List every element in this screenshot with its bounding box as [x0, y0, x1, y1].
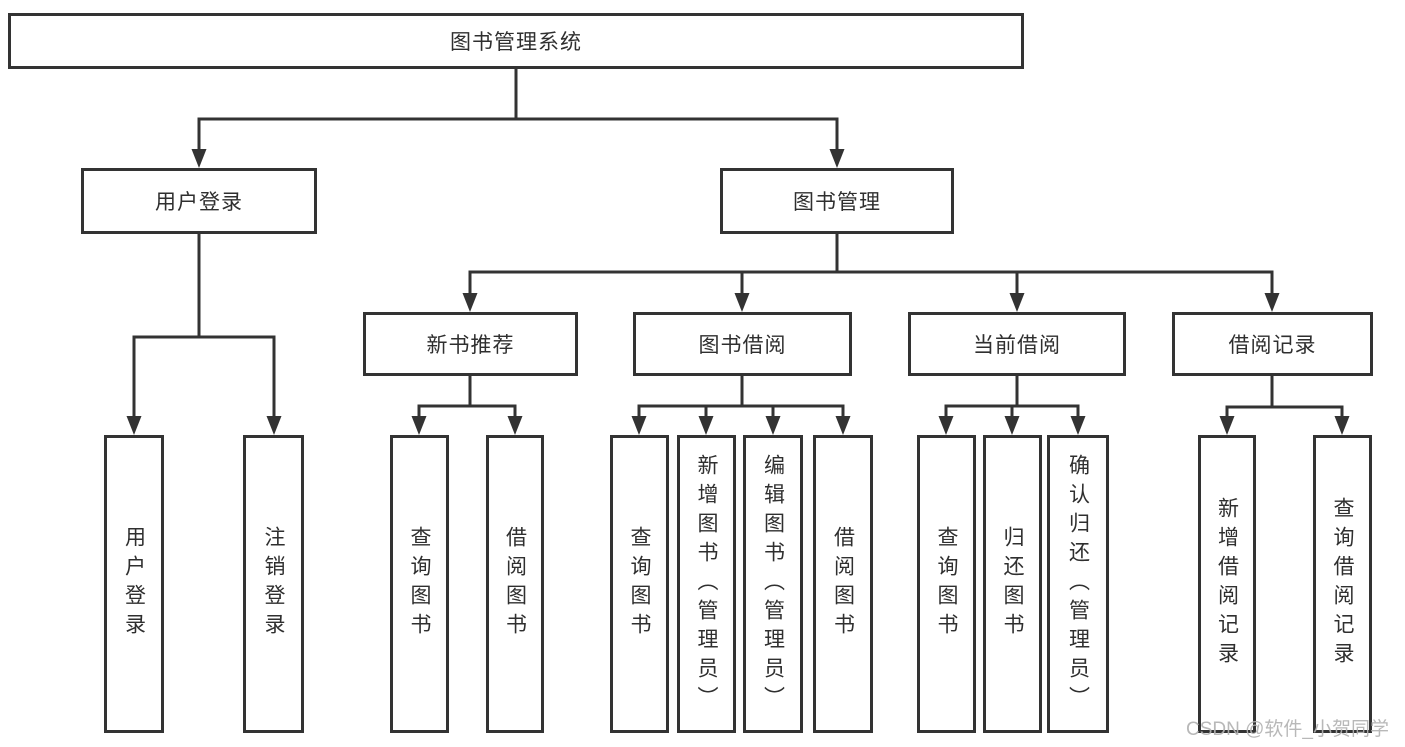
- node-root: 图书管理系统: [8, 13, 1024, 69]
- leaf-logout-login-label: 注销登录: [262, 526, 285, 642]
- leaf-query-books-recommend-label: 查询图书: [408, 526, 431, 642]
- leaf-query-books-recommend: 查询图书: [390, 435, 449, 733]
- leaf-borrow-books-borrow-label: 借阅图书: [831, 526, 855, 642]
- node-new-book-recommend-label: 新书推荐: [426, 334, 515, 357]
- leaf-logout-login: 注销登录: [243, 435, 304, 733]
- leaf-add-borrow-record: 新增借阅记录: [1198, 435, 1256, 733]
- node-user-login-label: 用户登录: [155, 191, 243, 214]
- node-current-borrow-label: 当前借阅: [973, 334, 1061, 357]
- leaf-user-login-label: 用户登录: [122, 526, 146, 642]
- leaf-borrow-books-recommend: 借阅图书: [486, 435, 544, 733]
- leaf-add-books-admin-label: 新增图书（管理员）: [695, 453, 718, 715]
- leaf-confirm-return-admin: 确认归还（管理员）: [1047, 435, 1109, 733]
- leaf-query-books-borrow: 查询图书: [610, 435, 669, 733]
- leaf-confirm-return-admin-label: 确认归还（管理员）: [1066, 453, 1090, 715]
- node-borrow-record-label: 借阅记录: [1228, 334, 1317, 357]
- leaf-edit-books-admin-label: 编辑图书（管理员）: [761, 453, 785, 715]
- arrowhead-icons: [126, 149, 1350, 435]
- leaf-borrow-books-recommend-label: 借阅图书: [503, 526, 527, 642]
- leaf-add-borrow-record-label: 新增借阅记录: [1215, 497, 1239, 671]
- node-new-book-recommend: 新书推荐: [363, 312, 578, 376]
- leaf-borrow-books-borrow: 借阅图书: [813, 435, 873, 733]
- node-current-borrow: 当前借阅: [908, 312, 1126, 376]
- node-user-login: 用户登录: [81, 168, 317, 234]
- node-borrow-record: 借阅记录: [1172, 312, 1373, 376]
- node-book-borrow-label: 图书借阅: [698, 334, 787, 357]
- node-book-management-label: 图书管理: [793, 191, 881, 214]
- leaf-user-login: 用户登录: [104, 435, 164, 733]
- csdn-watermark: CSDN @软件_小贺同学: [1186, 719, 1389, 740]
- leaf-query-borrow-record-label: 查询借阅记录: [1331, 497, 1354, 671]
- leaf-query-books-borrow-label: 查询图书: [628, 526, 651, 642]
- node-root-label: 图书管理系统: [450, 31, 582, 54]
- node-book-borrow: 图书借阅: [633, 312, 852, 376]
- leaf-add-books-admin: 新增图书（管理员）: [677, 435, 736, 733]
- leaf-return-books: 归还图书: [983, 435, 1042, 733]
- leaf-query-borrow-record: 查询借阅记录: [1313, 435, 1372, 733]
- node-book-management: 图书管理: [720, 168, 954, 234]
- leaf-edit-books-admin: 编辑图书（管理员）: [743, 435, 803, 733]
- leaf-query-books-current-label: 查询图书: [935, 526, 958, 642]
- leaf-return-books-label: 归还图书: [1001, 526, 1024, 642]
- leaf-query-books-current: 查询图书: [917, 435, 976, 733]
